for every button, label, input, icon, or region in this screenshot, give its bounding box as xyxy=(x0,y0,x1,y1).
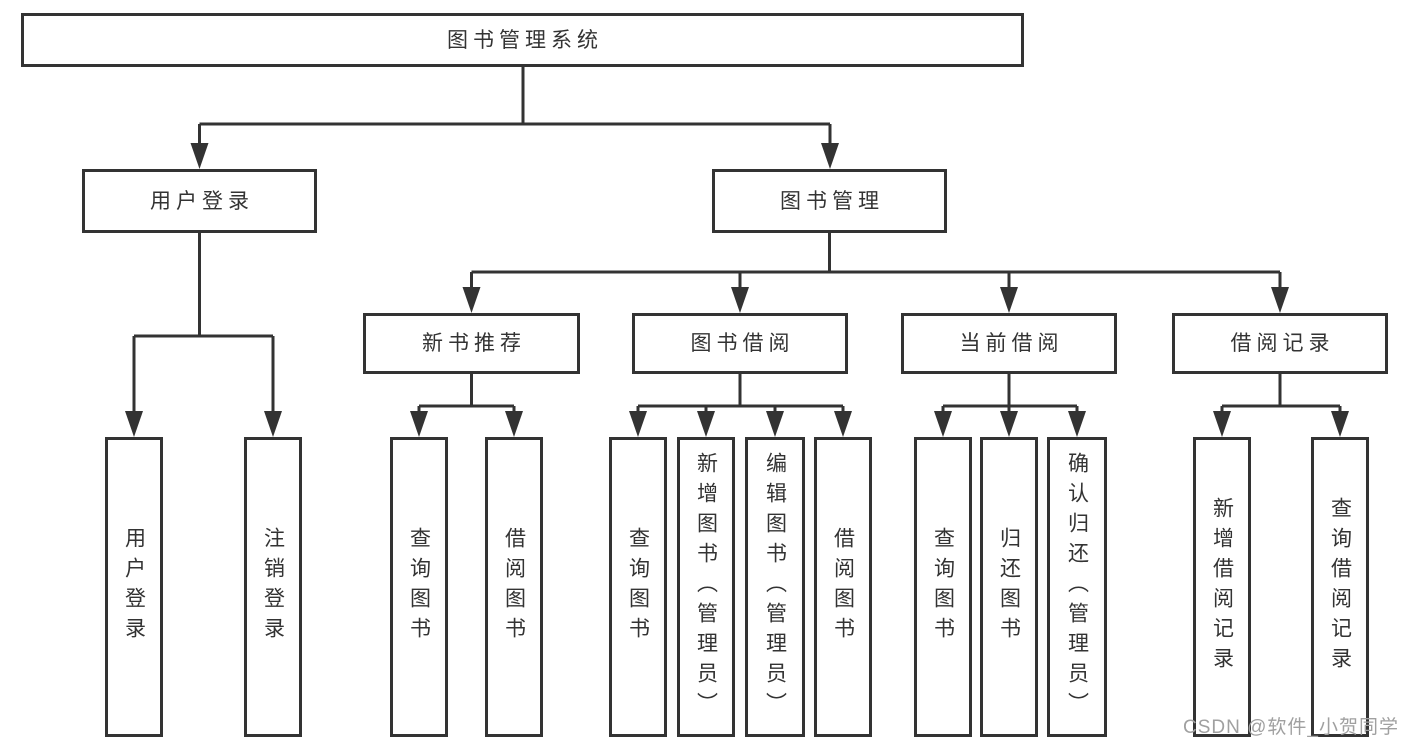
arrow-icon xyxy=(731,287,749,313)
leaf-query-borrow-record: 查询借阅记录 xyxy=(1311,437,1369,737)
leaf-query-books-current: 查询图书 xyxy=(914,437,972,737)
leaf-add-book-admin: 新增图书（管理员） xyxy=(677,437,735,737)
arrowheads xyxy=(125,143,1349,437)
leaf-confirm-return-admin: 确认归还（管理员） xyxy=(1047,437,1107,737)
connector-path xyxy=(132,67,1342,415)
node-current-borrow: 当前借阅 xyxy=(901,313,1117,374)
arrow-icon xyxy=(1068,411,1086,437)
arrow-icon xyxy=(834,411,852,437)
arrow-icon xyxy=(1000,287,1018,313)
arrow-icon xyxy=(629,411,647,437)
leaf-user-login: 用户登录 xyxy=(105,437,163,737)
node-user-login: 用户登录 xyxy=(82,169,317,233)
leaf-query-books-borrow: 查询图书 xyxy=(609,437,667,737)
arrow-icon xyxy=(505,411,523,437)
arrow-icon xyxy=(1213,411,1231,437)
leaf-logout: 注销登录 xyxy=(244,437,302,737)
arrow-icon xyxy=(125,411,143,437)
arrow-icon xyxy=(1000,411,1018,437)
node-book-borrow: 图书借阅 xyxy=(632,313,848,374)
node-book-management: 图书管理 xyxy=(712,169,947,233)
arrow-icon xyxy=(264,411,282,437)
arrow-icon xyxy=(766,411,784,437)
leaf-edit-book-admin: 编辑图书（管理员） xyxy=(745,437,805,737)
leaf-return-book: 归还图书 xyxy=(980,437,1038,737)
arrow-icon xyxy=(190,143,209,169)
arrow-icon xyxy=(1271,287,1289,313)
arrow-icon xyxy=(462,287,481,313)
watermark: CSDN @软件_小贺同学 xyxy=(1183,717,1399,738)
leaf-borrow-books: 借阅图书 xyxy=(814,437,872,737)
arrow-icon xyxy=(821,143,839,169)
arrow-icon xyxy=(697,411,715,437)
arrow-icon xyxy=(410,411,428,437)
node-new-book-recommend: 新书推荐 xyxy=(363,313,580,374)
arrow-icon xyxy=(934,411,952,437)
node-borrow-records: 借阅记录 xyxy=(1172,313,1388,374)
leaf-query-books-recommend: 查询图书 xyxy=(390,437,448,737)
leaf-add-borrow-record: 新增借阅记录 xyxy=(1193,437,1251,737)
leaf-borrow-books-recommend: 借阅图书 xyxy=(485,437,543,737)
node-root: 图书管理系统 xyxy=(21,13,1024,67)
arrow-icon xyxy=(1331,411,1349,437)
